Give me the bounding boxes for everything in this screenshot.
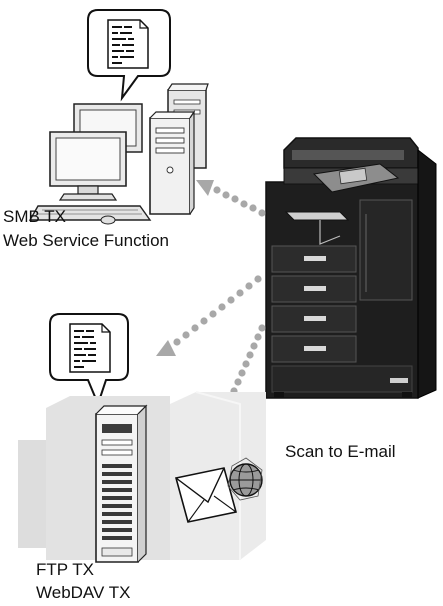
webdav-tx-label: WebDAV TX	[36, 583, 131, 602]
desktop-computers-icon	[28, 83, 209, 225]
server-tower-icon	[95, 404, 148, 563]
dotted-arrow-icon	[156, 180, 266, 416]
ftp-tx-label: FTP TX	[36, 560, 94, 579]
multifunction-printer-icon	[265, 137, 437, 399]
scan-to-email-label: Scan to E-mail	[285, 442, 396, 461]
smb-tx-label: SMB TX	[3, 207, 66, 226]
document-callout-icon	[87, 9, 171, 102]
document-callout-icon	[49, 313, 129, 407]
envelope-globe-icon	[175, 457, 263, 523]
web-service-function-label: Web Service Function	[3, 231, 169, 250]
